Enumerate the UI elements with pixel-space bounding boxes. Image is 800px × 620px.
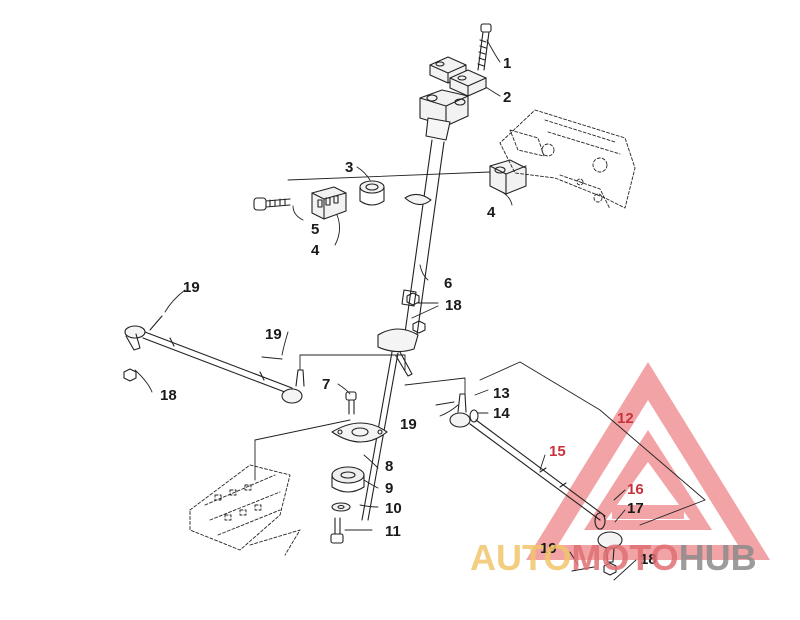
upper-clamp-part-2-icon (419, 56, 487, 127)
callout-4-right: 4 (487, 204, 496, 221)
steering-post-part-6-icon (361, 117, 451, 521)
callout-17: 17 (627, 500, 644, 517)
cotter-pin-part-19-icon (149, 315, 595, 572)
callout-14: 14 (493, 405, 510, 422)
tie-rod-left-icon (123, 325, 305, 404)
bolt-part-1-icon (477, 23, 492, 71)
callout-11: 11 (385, 523, 401, 540)
nut-part-18-post-icon (406, 292, 426, 334)
callout-15: 15 (549, 443, 566, 460)
callout-5: 5 (311, 221, 320, 238)
tie-rod-right-icon (449, 393, 623, 576)
bolt-part-11-icon (330, 517, 344, 544)
callout-8: 8 (385, 458, 394, 475)
callout-3: 3 (345, 159, 354, 176)
callout-19-left-mid: 19 (265, 326, 282, 343)
watermark-moto: MOTO (571, 537, 679, 578)
callout-6: 6 (444, 275, 453, 292)
bearing-part-9-icon (331, 466, 365, 493)
block-part-4-right-icon (489, 159, 527, 195)
callout-19-right: 19 (400, 416, 417, 433)
watermark-logo-icon (526, 362, 770, 560)
callout-10: 10 (385, 500, 402, 517)
frame-bracket-upper-icon (499, 109, 636, 210)
bolt-part-7-icon (345, 391, 357, 415)
callout-18-right: 18 (640, 551, 657, 568)
callout-1: 1 (503, 55, 512, 72)
bushing-part-3-icon (359, 180, 385, 206)
washer-part-10-icon (331, 502, 351, 512)
callout-7: 7 (322, 376, 331, 393)
callout-9: 9 (385, 480, 394, 497)
leader-lines (134, 39, 706, 581)
callout-18-post: 18 (445, 297, 462, 314)
callout-2: 2 (503, 89, 512, 106)
frame-bracket-lower-icon (189, 464, 301, 556)
callout-4-left: 4 (311, 242, 320, 259)
block-part-4-left-icon (311, 186, 347, 220)
callout-19-bottom: 19 (540, 540, 557, 557)
watermark-text: AUTOMOTOHUB (470, 537, 757, 579)
callout-13: 13 (493, 385, 510, 402)
bolt-part-5-icon (253, 197, 291, 211)
callout-12: 12 (617, 410, 634, 427)
callout-16: 16 (627, 481, 644, 498)
watermark-hub: HUB (678, 537, 757, 578)
flange-part-8-icon (331, 422, 388, 443)
callout-19-left-top: 19 (183, 279, 200, 296)
watermark-auto: AUTO (470, 537, 572, 578)
callout-18-left: 18 (160, 387, 177, 404)
